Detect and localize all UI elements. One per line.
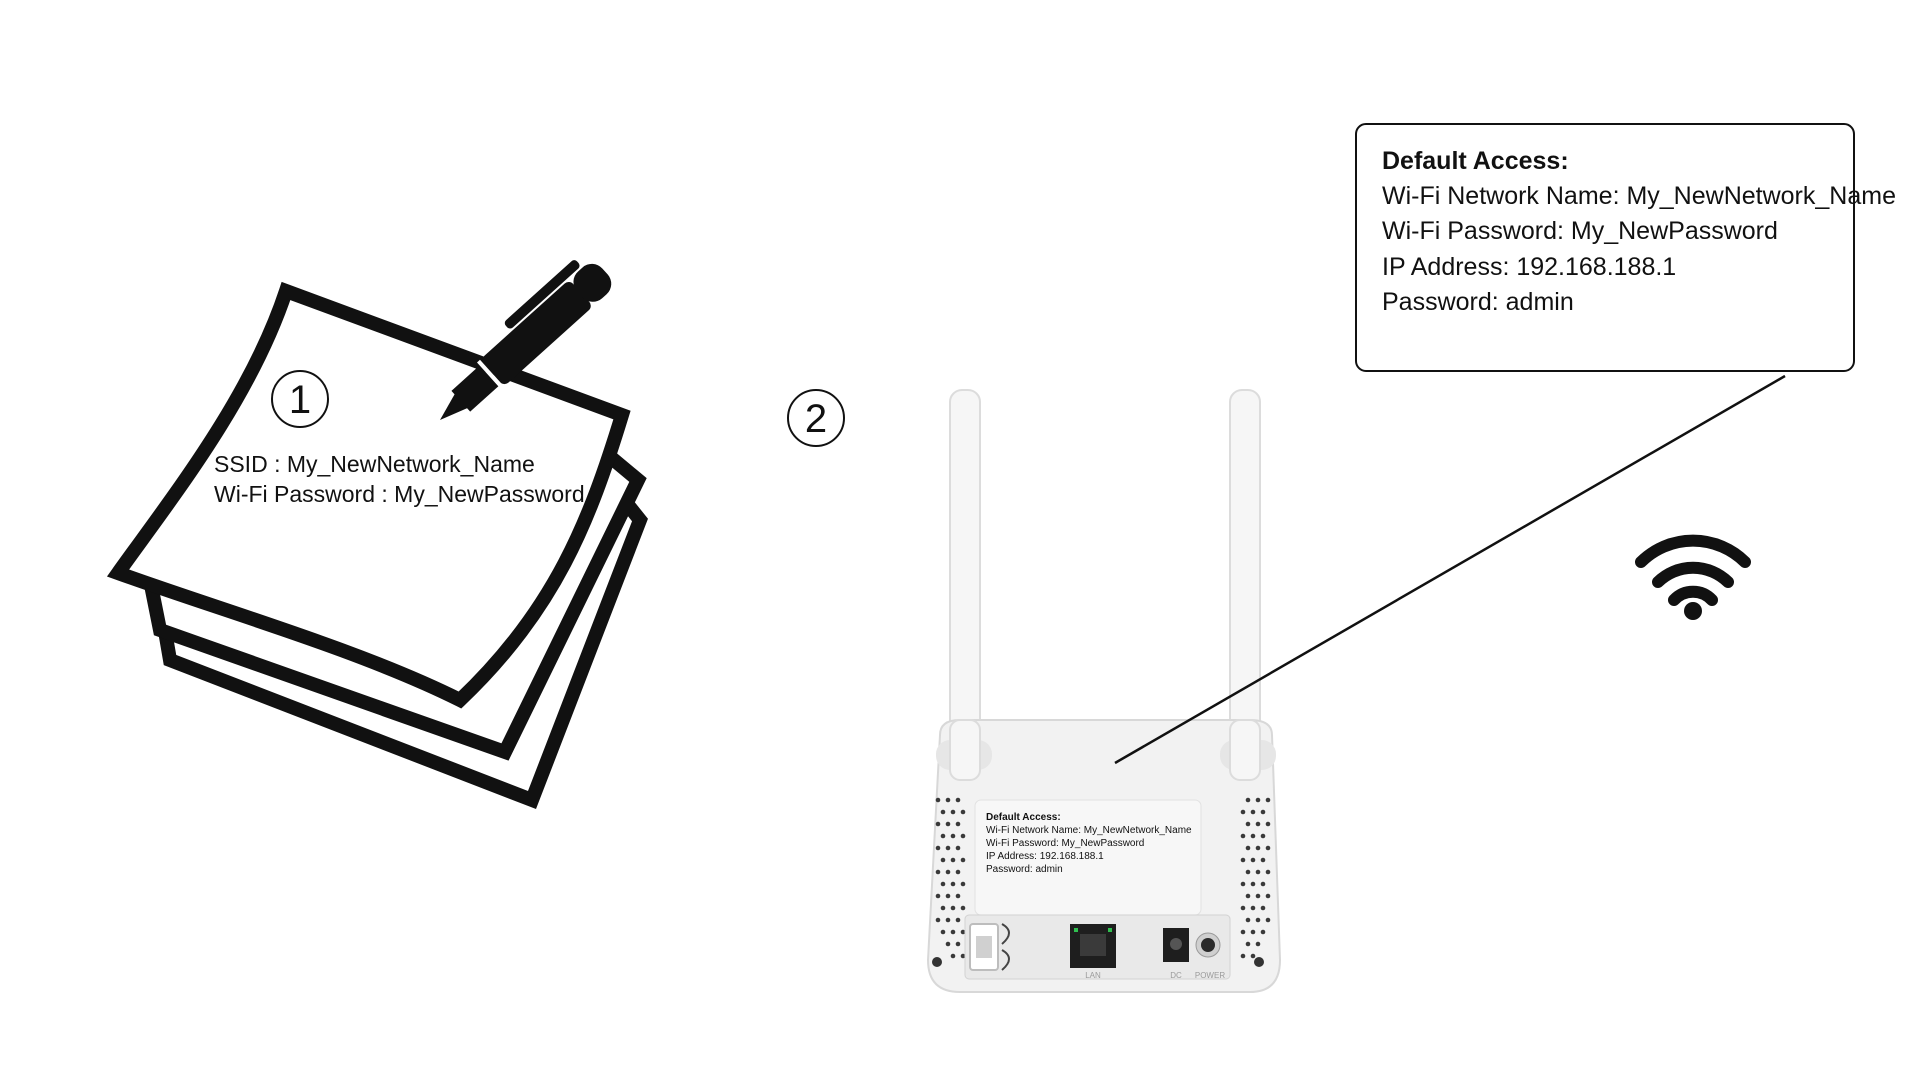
sim-slot-upper	[1001, 923, 1010, 945]
router-label-wifi-password: Wi-Fi Password: My_NewPassword	[986, 838, 1144, 849]
wifi-icon	[1635, 534, 1751, 620]
vent-left	[935, 797, 966, 959]
wifi-arc-middle	[1652, 561, 1734, 588]
router-foot-left	[932, 957, 942, 967]
callout-title: Default Access:	[1382, 147, 1569, 175]
callout-ip-address: IP Address: 192.168.188.1	[1382, 253, 1676, 281]
pen-body	[482, 281, 591, 385]
dc-port-label: DC	[1170, 971, 1182, 980]
step-2-number: 2	[805, 397, 827, 441]
pen-ring	[477, 359, 505, 390]
note-paper-icon	[106, 281, 648, 810]
pen-clip	[504, 260, 580, 329]
router-label-password: Password: admin	[986, 864, 1063, 875]
wifi-dot	[1684, 602, 1702, 620]
router-foot-right	[1254, 957, 1264, 967]
step-1-badge: 1	[271, 370, 329, 428]
router-label-title: Default Access:	[986, 812, 1061, 823]
callout-pointer-line	[1114, 374, 1786, 765]
lan-port-label: LAN	[1085, 971, 1101, 980]
note-ssid-text: SSID : My_NewNetwork_Name	[214, 451, 535, 477]
callout-wifi-password: Wi-Fi Password: My_NewPassword	[1382, 217, 1778, 245]
usb-slot	[976, 936, 992, 958]
step-1-number: 1	[289, 378, 311, 422]
note-password-text: Wi-Fi Password : My_NewPassword	[214, 481, 585, 507]
wifi-arc-inner	[1668, 585, 1718, 606]
router-label-network: Wi-Fi Network Name: My_NewNetwork_Name	[986, 825, 1192, 836]
pen-icon	[440, 260, 612, 420]
callout-box	[1355, 123, 1855, 372]
wifi-arc-outer	[1635, 534, 1751, 568]
sim-slot-lower	[1001, 949, 1010, 971]
router-label-ip: IP Address: 192.168.188.1	[986, 851, 1104, 862]
vent-right	[1240, 797, 1271, 959]
step-2-badge: 2	[787, 389, 845, 447]
power-button-label: POWER	[1195, 971, 1225, 980]
callout-password: Password: admin	[1382, 288, 1574, 316]
callout-network-name: Wi-Fi Network Name: My_NewNetwork_Name	[1382, 182, 1896, 210]
router-icon: Default Access: Wi-Fi Network Name: My_N…	[926, 389, 1282, 993]
pen-grip	[451, 365, 499, 412]
note-sheet-top	[106, 281, 631, 709]
pen-cap-end	[573, 263, 612, 302]
